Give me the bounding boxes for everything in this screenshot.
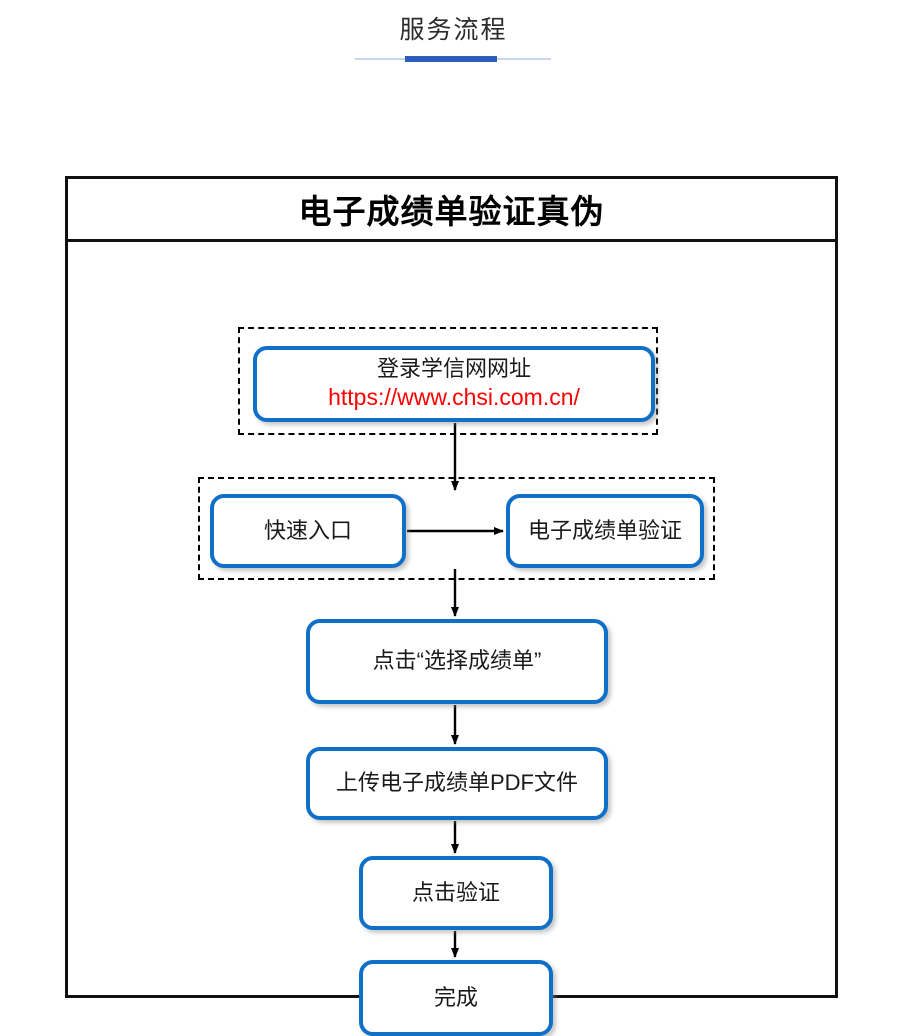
- flow-node-transcript-verify-label: 电子成绩单验证: [527, 517, 682, 543]
- flow-node-upload-pdf[interactable]: 上传电子成绩单PDF文件: [306, 747, 608, 820]
- page-title: 服务流程: [399, 16, 508, 44]
- flow-node-quick-entry[interactable]: 快速入口: [210, 494, 406, 568]
- flowchart-title: 电子成绩单验证真伪: [68, 179, 835, 242]
- flowchart-card: 电子成绩单验证真伪 登录学信网网址: [65, 176, 838, 1036]
- flow-node-login-url[interactable]: 登录学信网网址 https://www.chsi.com.cn/: [253, 346, 655, 422]
- flow-node-upload-pdf-label: 上传电子成绩单PDF文件: [335, 770, 578, 796]
- header-divider-accent: [405, 56, 497, 62]
- flow-node-quick-entry-label: 快速入口: [263, 517, 352, 543]
- flow-node-select-transcript[interactable]: 点击“选择成绩单”: [306, 619, 608, 704]
- flow-node-finish-label: 完成: [433, 984, 478, 1010]
- dashed-group-login: [238, 327, 658, 435]
- flow-node-click-verify[interactable]: 点击验证: [359, 856, 553, 930]
- flow-node-select-transcript-label: 点击“选择成绩单”: [372, 648, 542, 674]
- flow-node-login-url-link[interactable]: https://www.chsi.com.cn/: [328, 384, 580, 411]
- page-header: 服务流程: [0, 0, 907, 80]
- flow-node-transcript-verify[interactable]: 电子成绩单验证: [506, 494, 704, 568]
- dashed-group-entry: [198, 477, 715, 580]
- flow-node-finish[interactable]: 完成: [359, 960, 553, 1036]
- flow-node-login-url-label: 登录学信网网址: [376, 356, 531, 382]
- flowchart-diagram: 登录学信网网址 https://www.chsi.com.cn/ 快速入口 电子…: [68, 242, 835, 1036]
- flow-node-click-verify-label: 点击验证: [411, 879, 500, 905]
